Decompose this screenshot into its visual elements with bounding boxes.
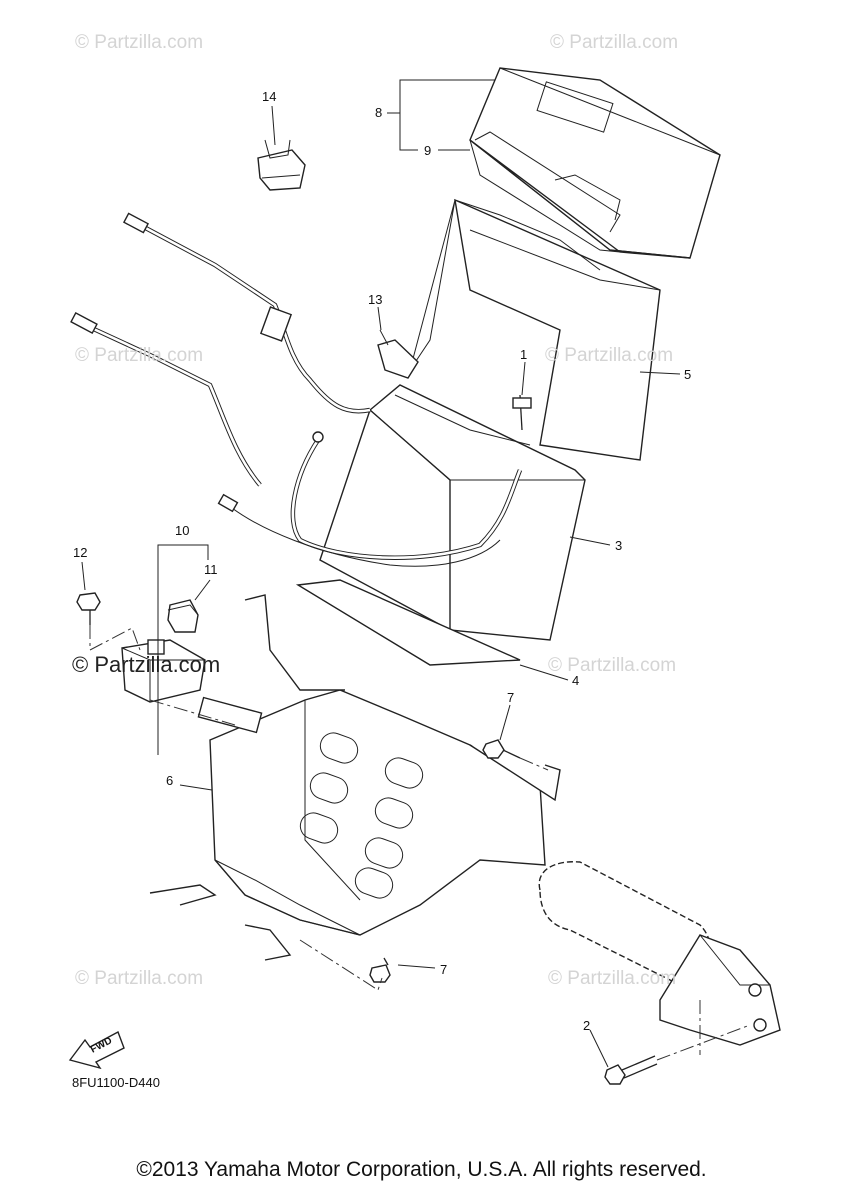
phantom-lines <box>89 625 751 1061</box>
cable-clip <box>257 139 306 191</box>
starter-motor <box>538 861 781 1046</box>
bracket-bolt-upper <box>482 739 521 759</box>
copyright-notice: ©2013 Yamaha Motor Corporation, U.S.A. A… <box>136 1158 707 1181</box>
relay-bolt <box>76 592 101 625</box>
watermark: © Partzilla.com <box>75 32 204 53</box>
watermark: © Partzilla.com <box>548 968 677 989</box>
callout-10: 10 <box>175 523 190 538</box>
callout-12: 12 <box>73 545 88 560</box>
fwd-arrow-icon <box>68 1031 125 1070</box>
watermark: © Partzilla.com <box>75 345 204 366</box>
watermark: © Partzilla.com <box>545 345 674 366</box>
battery-cover <box>469 67 721 259</box>
diagram-code: 8FU1100-D440 <box>72 1075 160 1090</box>
starter-bolt <box>604 1055 658 1085</box>
starter-relay <box>121 639 206 703</box>
callout-13: 13 <box>368 292 383 307</box>
battery-box <box>149 594 561 961</box>
callout-6: 6 <box>166 773 174 788</box>
callout-7-upper: 7 <box>507 690 515 705</box>
callout-8: 8 <box>375 105 383 120</box>
watermark: © Partzilla.com <box>548 655 677 676</box>
callout-5: 5 <box>684 367 692 382</box>
callout-14: 14 <box>262 89 277 104</box>
battery-cables <box>70 212 523 567</box>
callout-2: 2 <box>583 1018 591 1033</box>
callout-11: 11 <box>204 562 218 577</box>
watermark: © Partzilla.com <box>72 652 221 677</box>
battery-band <box>409 198 661 461</box>
fuse <box>167 599 199 633</box>
leader-lines <box>81 79 681 1068</box>
callout-7-lower: 7 <box>440 962 448 977</box>
callout-9: 9 <box>424 143 432 158</box>
watermark: © Partzilla.com <box>75 968 204 989</box>
battery-pad <box>295 579 521 666</box>
terminal-bolt <box>512 394 532 431</box>
terminal-cover <box>377 329 419 379</box>
bracket-bolt-lower <box>369 957 391 983</box>
battery <box>319 384 586 641</box>
watermark: © Partzilla.com <box>550 32 679 53</box>
callout-1: 1 <box>520 347 528 362</box>
callout-3: 3 <box>615 538 623 553</box>
callout-4: 4 <box>572 673 580 688</box>
